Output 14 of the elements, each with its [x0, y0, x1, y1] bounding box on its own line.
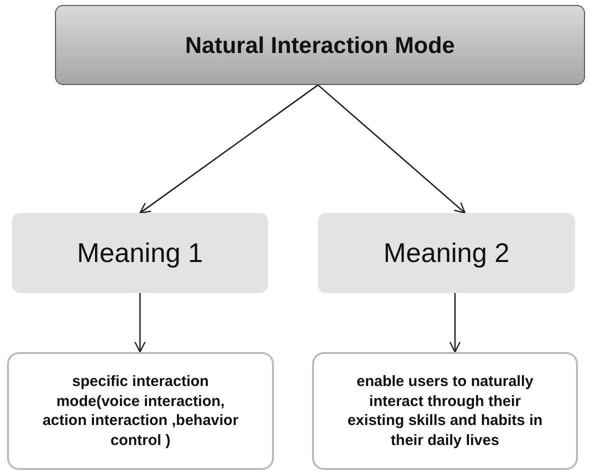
title-text: Natural Interaction Mode: [185, 32, 455, 58]
title-box: [55, 5, 585, 85]
arrow: [318, 84, 466, 214]
arrow: [139, 84, 318, 214]
meaning-box: [12, 213, 268, 293]
description-text: specific interaction mode(voice interaction, action interaction ,behavior control ): [42, 372, 240, 450]
description-box: [312, 352, 578, 470]
heading-text: Meaning 1: [76, 238, 204, 268]
description-text: enable users to naturally interact through their existing skills and habits in their daily lives: [346, 372, 544, 450]
description-box: [7, 352, 274, 470]
heading-text: Meaning 2: [383, 238, 510, 268]
arrow: [134, 293, 146, 353]
arrow: [449, 293, 461, 353]
meaning-box: [318, 213, 575, 293]
